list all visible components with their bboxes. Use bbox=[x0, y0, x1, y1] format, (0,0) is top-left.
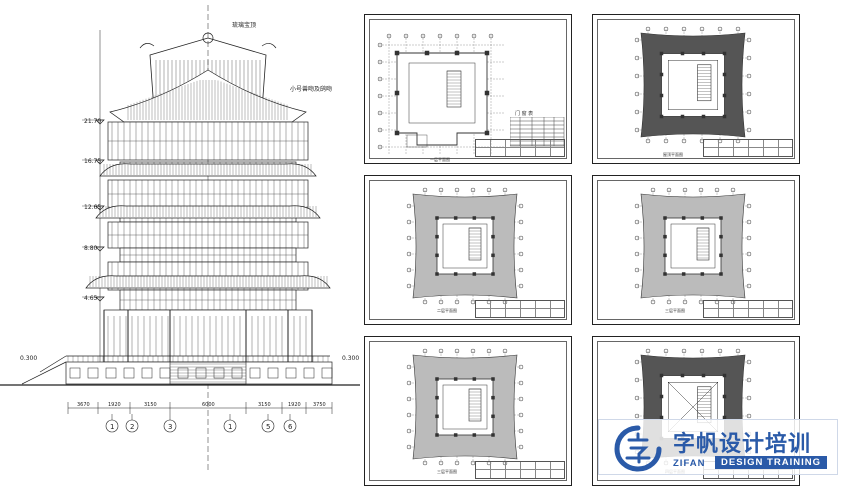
axis-bubble bbox=[283, 419, 297, 433]
title-block bbox=[703, 139, 793, 157]
level-mark-21: 21.70 bbox=[84, 118, 101, 125]
level-mark-4: 4.65 bbox=[84, 295, 98, 302]
sheet-floor1-plan[interactable]: 一层平面图 门 窗 表 bbox=[364, 14, 572, 164]
dimension-label: 1920 bbox=[108, 402, 121, 408]
door-window-table bbox=[510, 117, 565, 147]
floor3-plan-drawing bbox=[634, 187, 752, 305]
eave-ornament-label: 小号兽吻及鸱吻 bbox=[290, 85, 332, 93]
title-block bbox=[475, 461, 565, 479]
sheet-caption: 三层平面图 bbox=[437, 469, 457, 474]
dimension-label: 1920 bbox=[288, 402, 301, 408]
sheet-caption: 屋顶平面图 bbox=[663, 152, 683, 157]
dimension-label: 3150 bbox=[258, 402, 271, 408]
door-window-table-title: 门 窗 表 bbox=[515, 111, 534, 117]
dimension-label: 3750 bbox=[313, 402, 326, 408]
floor2-plan-drawing bbox=[406, 187, 524, 305]
axis-bubble bbox=[223, 419, 237, 433]
axis-bubble bbox=[163, 419, 177, 433]
axis-bubble bbox=[125, 419, 139, 433]
sheet-caption: 一层平面图 bbox=[430, 157, 450, 162]
axis-label: 1 bbox=[228, 423, 232, 431]
level-mark-16: 16.75 bbox=[84, 158, 101, 165]
axis-label: 3 bbox=[168, 423, 172, 431]
sheet-floor3b-plan[interactable]: 三层平面图 bbox=[364, 336, 572, 486]
brand-tagline: DESIGN TRAINING bbox=[715, 456, 827, 469]
level-mark-8: 8.80 bbox=[84, 245, 98, 252]
zifan-watermark: 字帆设计培训 ZIFAN DESIGN TRAINING bbox=[598, 419, 838, 475]
axis-bubble bbox=[261, 419, 275, 433]
title-block bbox=[475, 139, 565, 157]
brand-name-cn: 字帆设计培训 bbox=[673, 432, 812, 457]
sheet-roof-plan[interactable]: 屋顶平面图 bbox=[592, 14, 800, 164]
dimension-label: 3150 bbox=[144, 402, 157, 408]
title-block bbox=[475, 300, 565, 318]
level-mark-right: 0.300 bbox=[342, 355, 359, 362]
sheet-caption: 二层平面图 bbox=[437, 308, 457, 313]
dimension-label: 6000 bbox=[202, 402, 215, 408]
pavilion-elevation-drawing: 21.70 16.75 12.65 8.80 4.65 0.300 0.300 … bbox=[0, 5, 360, 470]
axis-label: 2 bbox=[130, 423, 134, 431]
roof-plan-drawing bbox=[634, 26, 752, 144]
floor3b-plan-drawing bbox=[406, 348, 524, 466]
axis-label: 1 bbox=[110, 423, 114, 431]
brand-name-en: ZIFAN bbox=[673, 458, 706, 469]
axis-bubble bbox=[105, 419, 119, 433]
sheet-caption: 三层平面图 bbox=[665, 308, 685, 313]
floor1-plan-drawing bbox=[377, 33, 505, 155]
axis-label: 6 bbox=[288, 423, 293, 431]
title-block bbox=[703, 300, 793, 318]
sheet-floor3-plan[interactable]: 三层平面图 bbox=[592, 175, 800, 325]
dimension-label: 3670 bbox=[77, 402, 90, 408]
roof-finial-label: 琉璃宝顶 bbox=[232, 21, 256, 29]
level-mark-0: 0.300 bbox=[20, 355, 37, 362]
level-mark-12: 12.65 bbox=[84, 204, 101, 211]
sheet-floor2-plan[interactable]: 二层平面图 bbox=[364, 175, 572, 325]
zifan-logo-icon bbox=[614, 425, 662, 472]
axis-label: 5 bbox=[266, 423, 270, 431]
